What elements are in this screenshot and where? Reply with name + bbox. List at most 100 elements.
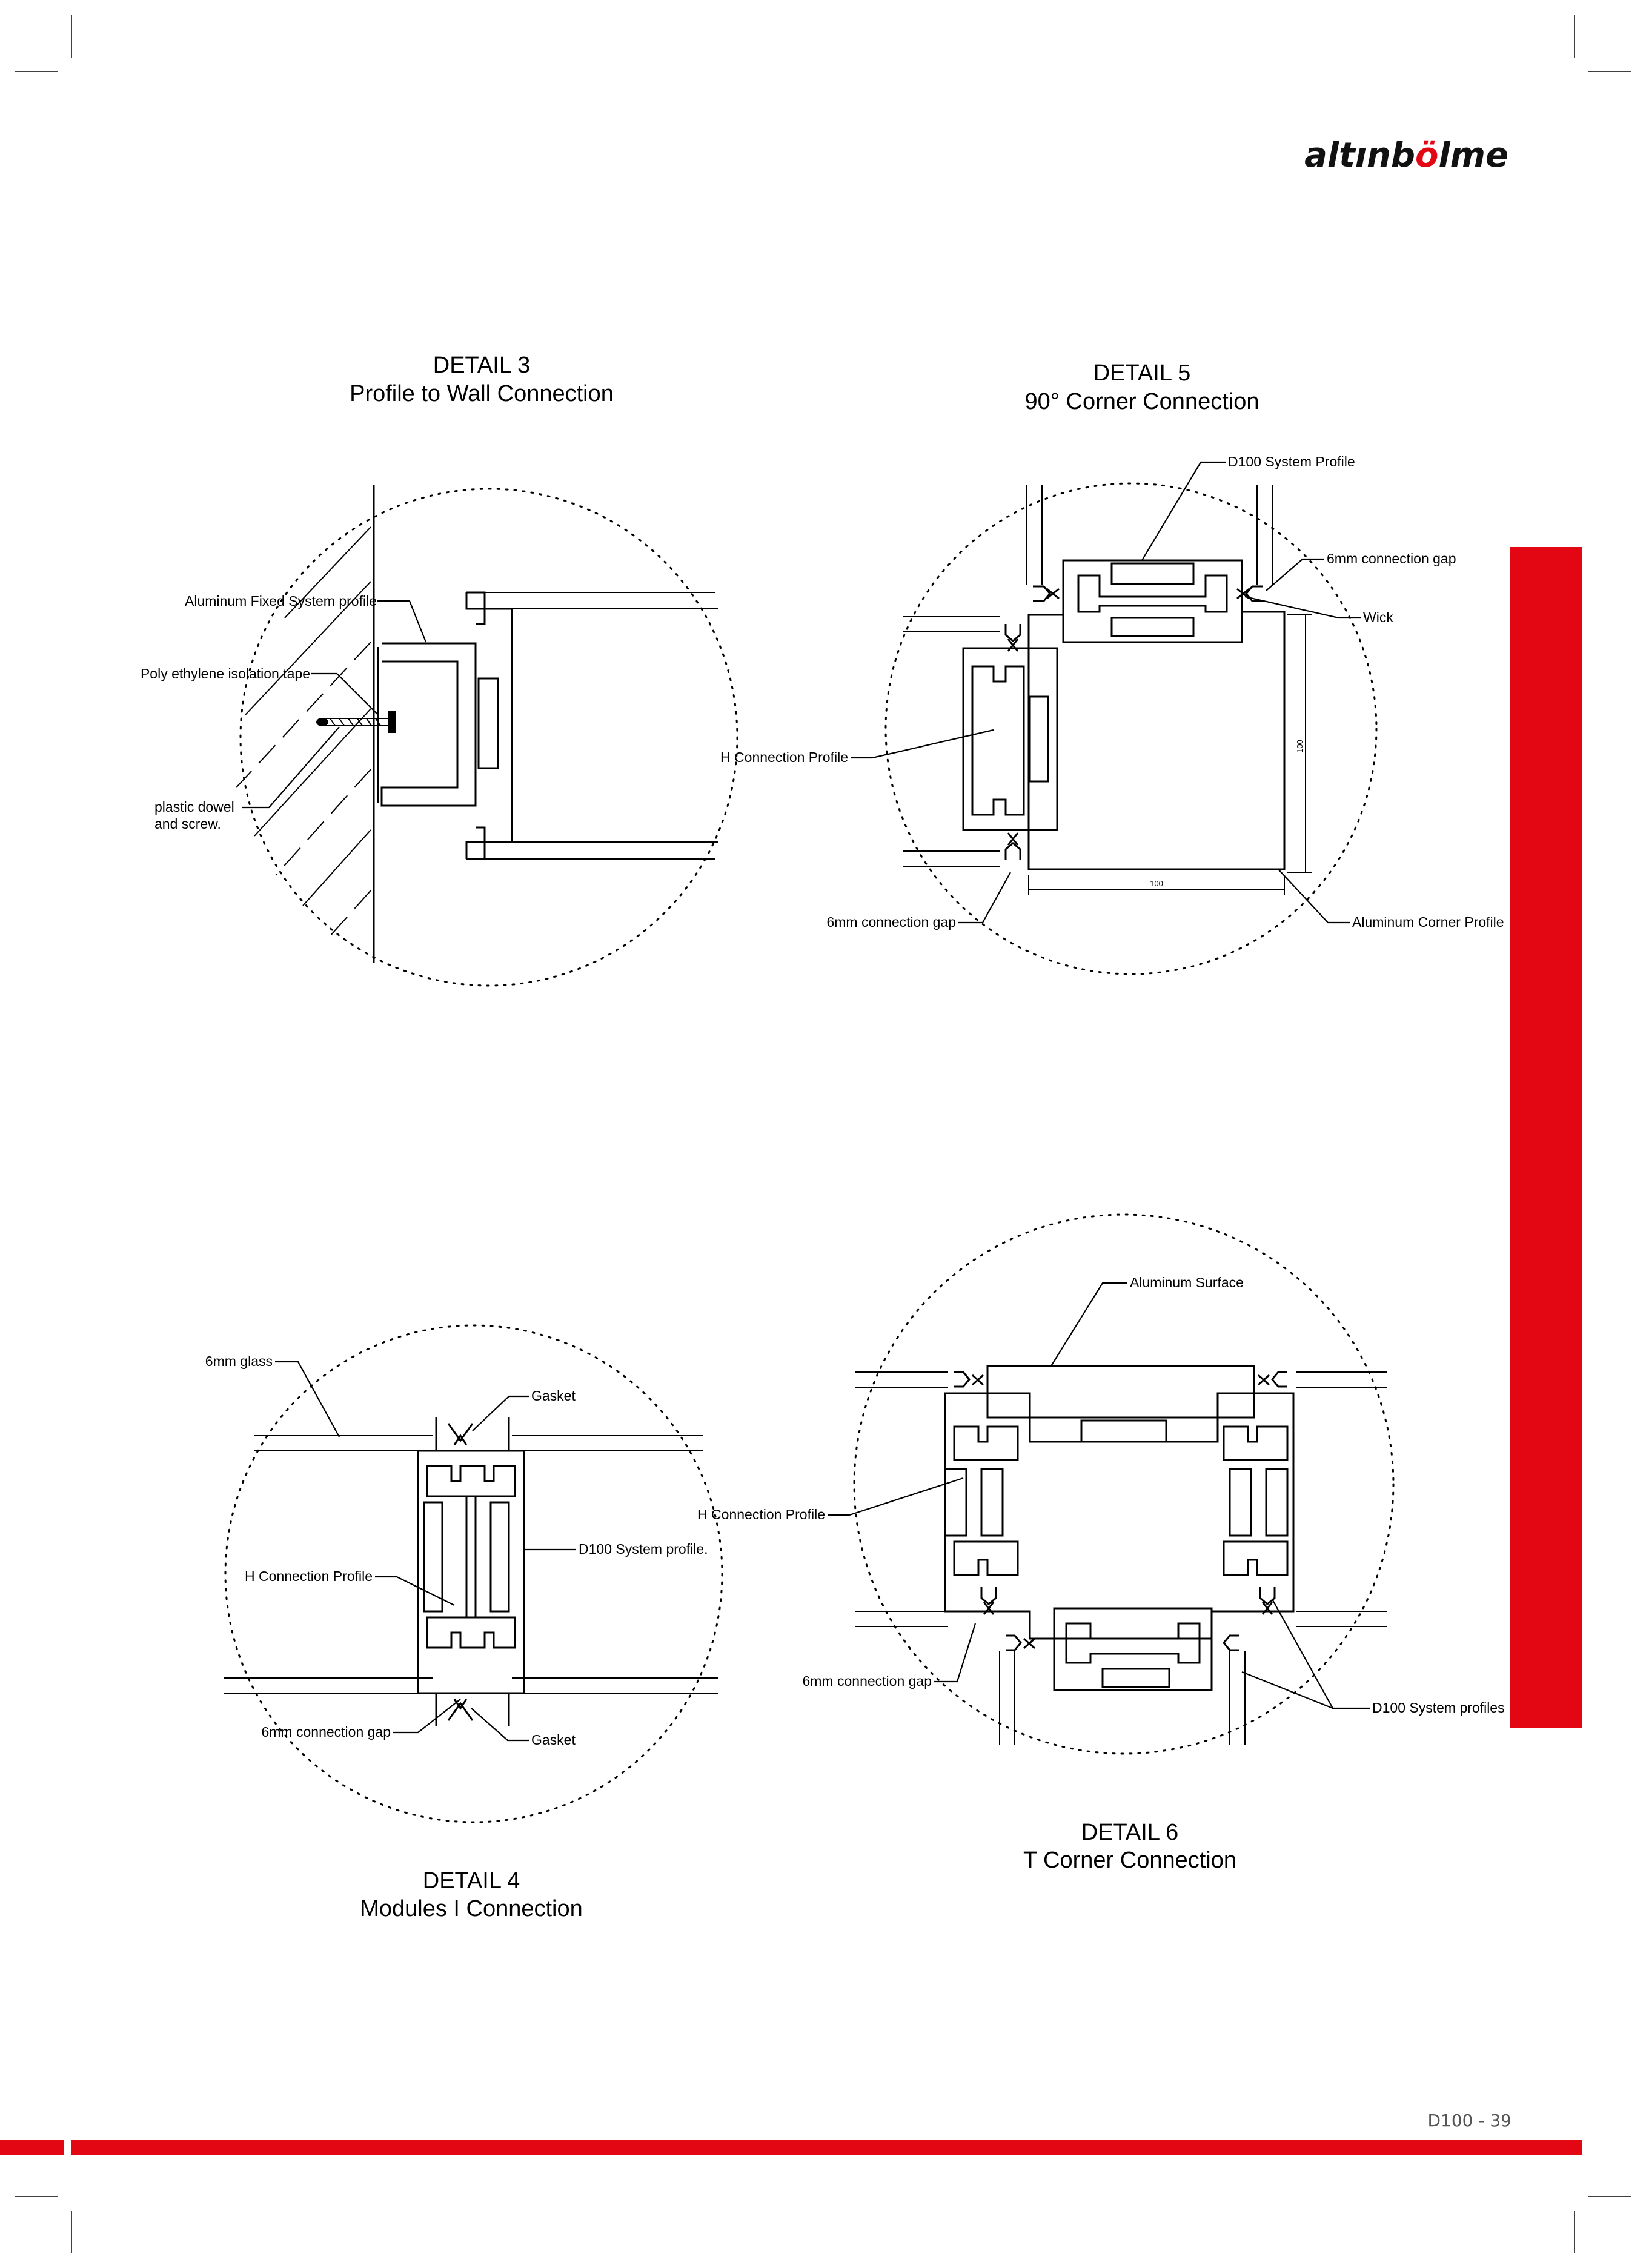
- detail-4-subtitle: Modules I Connection: [360, 1896, 583, 1921]
- label-isolation-tape: Poly ethylene isolation tape: [141, 666, 310, 681]
- label-gasket-bottom: Gasket: [531, 1732, 576, 1748]
- detail-5-title: DETAIL 5: [1093, 360, 1191, 386]
- label-gap: 6mm connection gap: [261, 1724, 391, 1740]
- corner-profile: [1027, 611, 1286, 870]
- label-gap-top: 6mm connection gap: [1327, 551, 1456, 566]
- h-profile-slot: [1029, 695, 1049, 783]
- label-h-profile: H Connection Profile: [697, 1507, 825, 1522]
- right-slot-1: [1229, 1468, 1252, 1537]
- bottom-profile-slot: [1101, 1668, 1170, 1688]
- top-profile-slot-lower: [1110, 617, 1195, 637]
- label-fixed-profile: Aluminum Fixed System profile: [185, 593, 377, 609]
- leader-corner-profile: [1278, 869, 1350, 924]
- label-glass: 6mm glass: [205, 1353, 273, 1369]
- label-dowel-2: and screw.: [154, 816, 221, 832]
- leader-gap: [934, 1623, 977, 1683]
- leader-gap: [393, 1699, 461, 1734]
- leader-system-profiles-1: [1272, 1599, 1370, 1709]
- footer-bar-left: [0, 2140, 64, 2155]
- leader-h-profile: [828, 1477, 964, 1516]
- footer-bar: [71, 2140, 1582, 2155]
- t-gaskets: [954, 1371, 1287, 1651]
- leader-gasket-bottom: [471, 1708, 529, 1742]
- top-profile-slot: [1110, 562, 1195, 585]
- label-dowel-1: plastic dowel: [154, 799, 234, 815]
- page-number: D100 - 39: [1427, 2110, 1512, 2130]
- top-clip: [465, 591, 486, 625]
- left-h-profile: [953, 1425, 1019, 1576]
- t-frame: [944, 1392, 1295, 1640]
- label-surface: Aluminum Surface: [1130, 1275, 1244, 1290]
- system-profile-body: [476, 608, 513, 843]
- top-cap-slot: [1080, 1419, 1167, 1443]
- leader-surface: [1050, 1282, 1127, 1367]
- detail-4-title: DETAIL 4: [423, 1868, 520, 1894]
- bottom-profile-inner: [1065, 1622, 1201, 1664]
- aluminum-surface: [986, 1365, 1255, 1419]
- h-profile-inner: [971, 665, 1025, 816]
- leader-h-profile: [851, 729, 994, 759]
- detail-5-circle: [884, 482, 1378, 975]
- detail-5-subtitle: 90° Corner Connection: [1025, 389, 1259, 414]
- detail-4: 6mm glass Gasket D100 System profile. H …: [205, 1324, 723, 1921]
- detail-3: DETAIL 3 Profile to Wall Connection: [141, 353, 738, 987]
- leader-fixed-profile: [377, 600, 427, 643]
- top-profile-inner: [1077, 574, 1228, 613]
- glass-panels: [224, 1435, 718, 1694]
- profile-bottom-gasket: [435, 1693, 510, 1726]
- label-h-profile: H Connection Profile: [720, 749, 848, 765]
- top-glass: [1026, 485, 1273, 585]
- profile-inner-bottom: [426, 1616, 516, 1649]
- leader-system-profile: [1141, 461, 1226, 561]
- left-gaskets: [1004, 624, 1021, 860]
- detail-3-title: DETAIL 3: [433, 353, 531, 378]
- dimension-horizontal: 100: [1028, 875, 1285, 895]
- left-h-slot-1: [944, 1468, 967, 1537]
- brand-logo: altınbölme: [1304, 136, 1508, 175]
- detail-6-title: DETAIL 6: [1081, 1820, 1179, 1845]
- leader-gap-bottom: [958, 872, 1011, 924]
- svg-text:100: 100: [1150, 879, 1163, 888]
- leader-isolation-tape: [311, 672, 379, 715]
- left-h-slot-2: [980, 1468, 1004, 1537]
- leader-h-profile: [375, 1576, 455, 1606]
- fixed-u-profile: [380, 642, 477, 807]
- top-system-profile: [1062, 559, 1243, 643]
- h-connection-profile: [417, 1450, 525, 1694]
- leader-glass: [275, 1361, 340, 1437]
- top-gaskets: [1033, 585, 1263, 602]
- logo-accent-letter: ö: [1415, 136, 1438, 175]
- side-tab: [1510, 547, 1582, 1728]
- detail-4-circle: [224, 1324, 723, 1823]
- detail-3-subtitle: Profile to Wall Connection: [350, 381, 614, 406]
- label-system-profiles: D100 System profiles: [1372, 1700, 1505, 1716]
- label-system-profile: D100 System Profile: [1228, 454, 1355, 469]
- right-profile: [1223, 1425, 1289, 1576]
- svg-text:100: 100: [1295, 740, 1304, 753]
- dowel-and-screw: [316, 711, 396, 733]
- label-gasket-top: Gasket: [531, 1388, 576, 1404]
- profile-slot-left: [423, 1501, 443, 1613]
- dimension-vertical: 100: [1287, 614, 1312, 873]
- profile-top-gasket: [435, 1418, 510, 1451]
- bottom-system-profile: [1053, 1607, 1213, 1691]
- bottom-clip: [465, 826, 486, 860]
- label-gap: 6mm connection gap: [802, 1673, 932, 1689]
- detail-6-subtitle: T Corner Connection: [1023, 1848, 1236, 1873]
- h-connection-profile: [962, 647, 1058, 831]
- label-h-profile: H Connection Profile: [245, 1568, 373, 1584]
- detail-5: DETAIL 5 90° Corner Connection: [720, 360, 1504, 975]
- right-slot-2: [1265, 1468, 1289, 1537]
- detail-6: Aluminum Surface H Connection Profile 6m…: [697, 1213, 1505, 1873]
- wall-hatching: [236, 526, 371, 937]
- label-gap-bottom: 6mm connection gap: [826, 914, 956, 930]
- leader-dowel: [242, 726, 340, 809]
- profile-slot: [477, 677, 499, 769]
- crop-marks: [15, 15, 1631, 2253]
- label-system-profile: D100 System profile.: [579, 1541, 708, 1557]
- profile-slot-right: [489, 1501, 510, 1613]
- left-glass: [903, 616, 1000, 867]
- label-corner-profile: Aluminum Corner Profile: [1352, 914, 1504, 930]
- leader-gasket-top: [472, 1395, 529, 1431]
